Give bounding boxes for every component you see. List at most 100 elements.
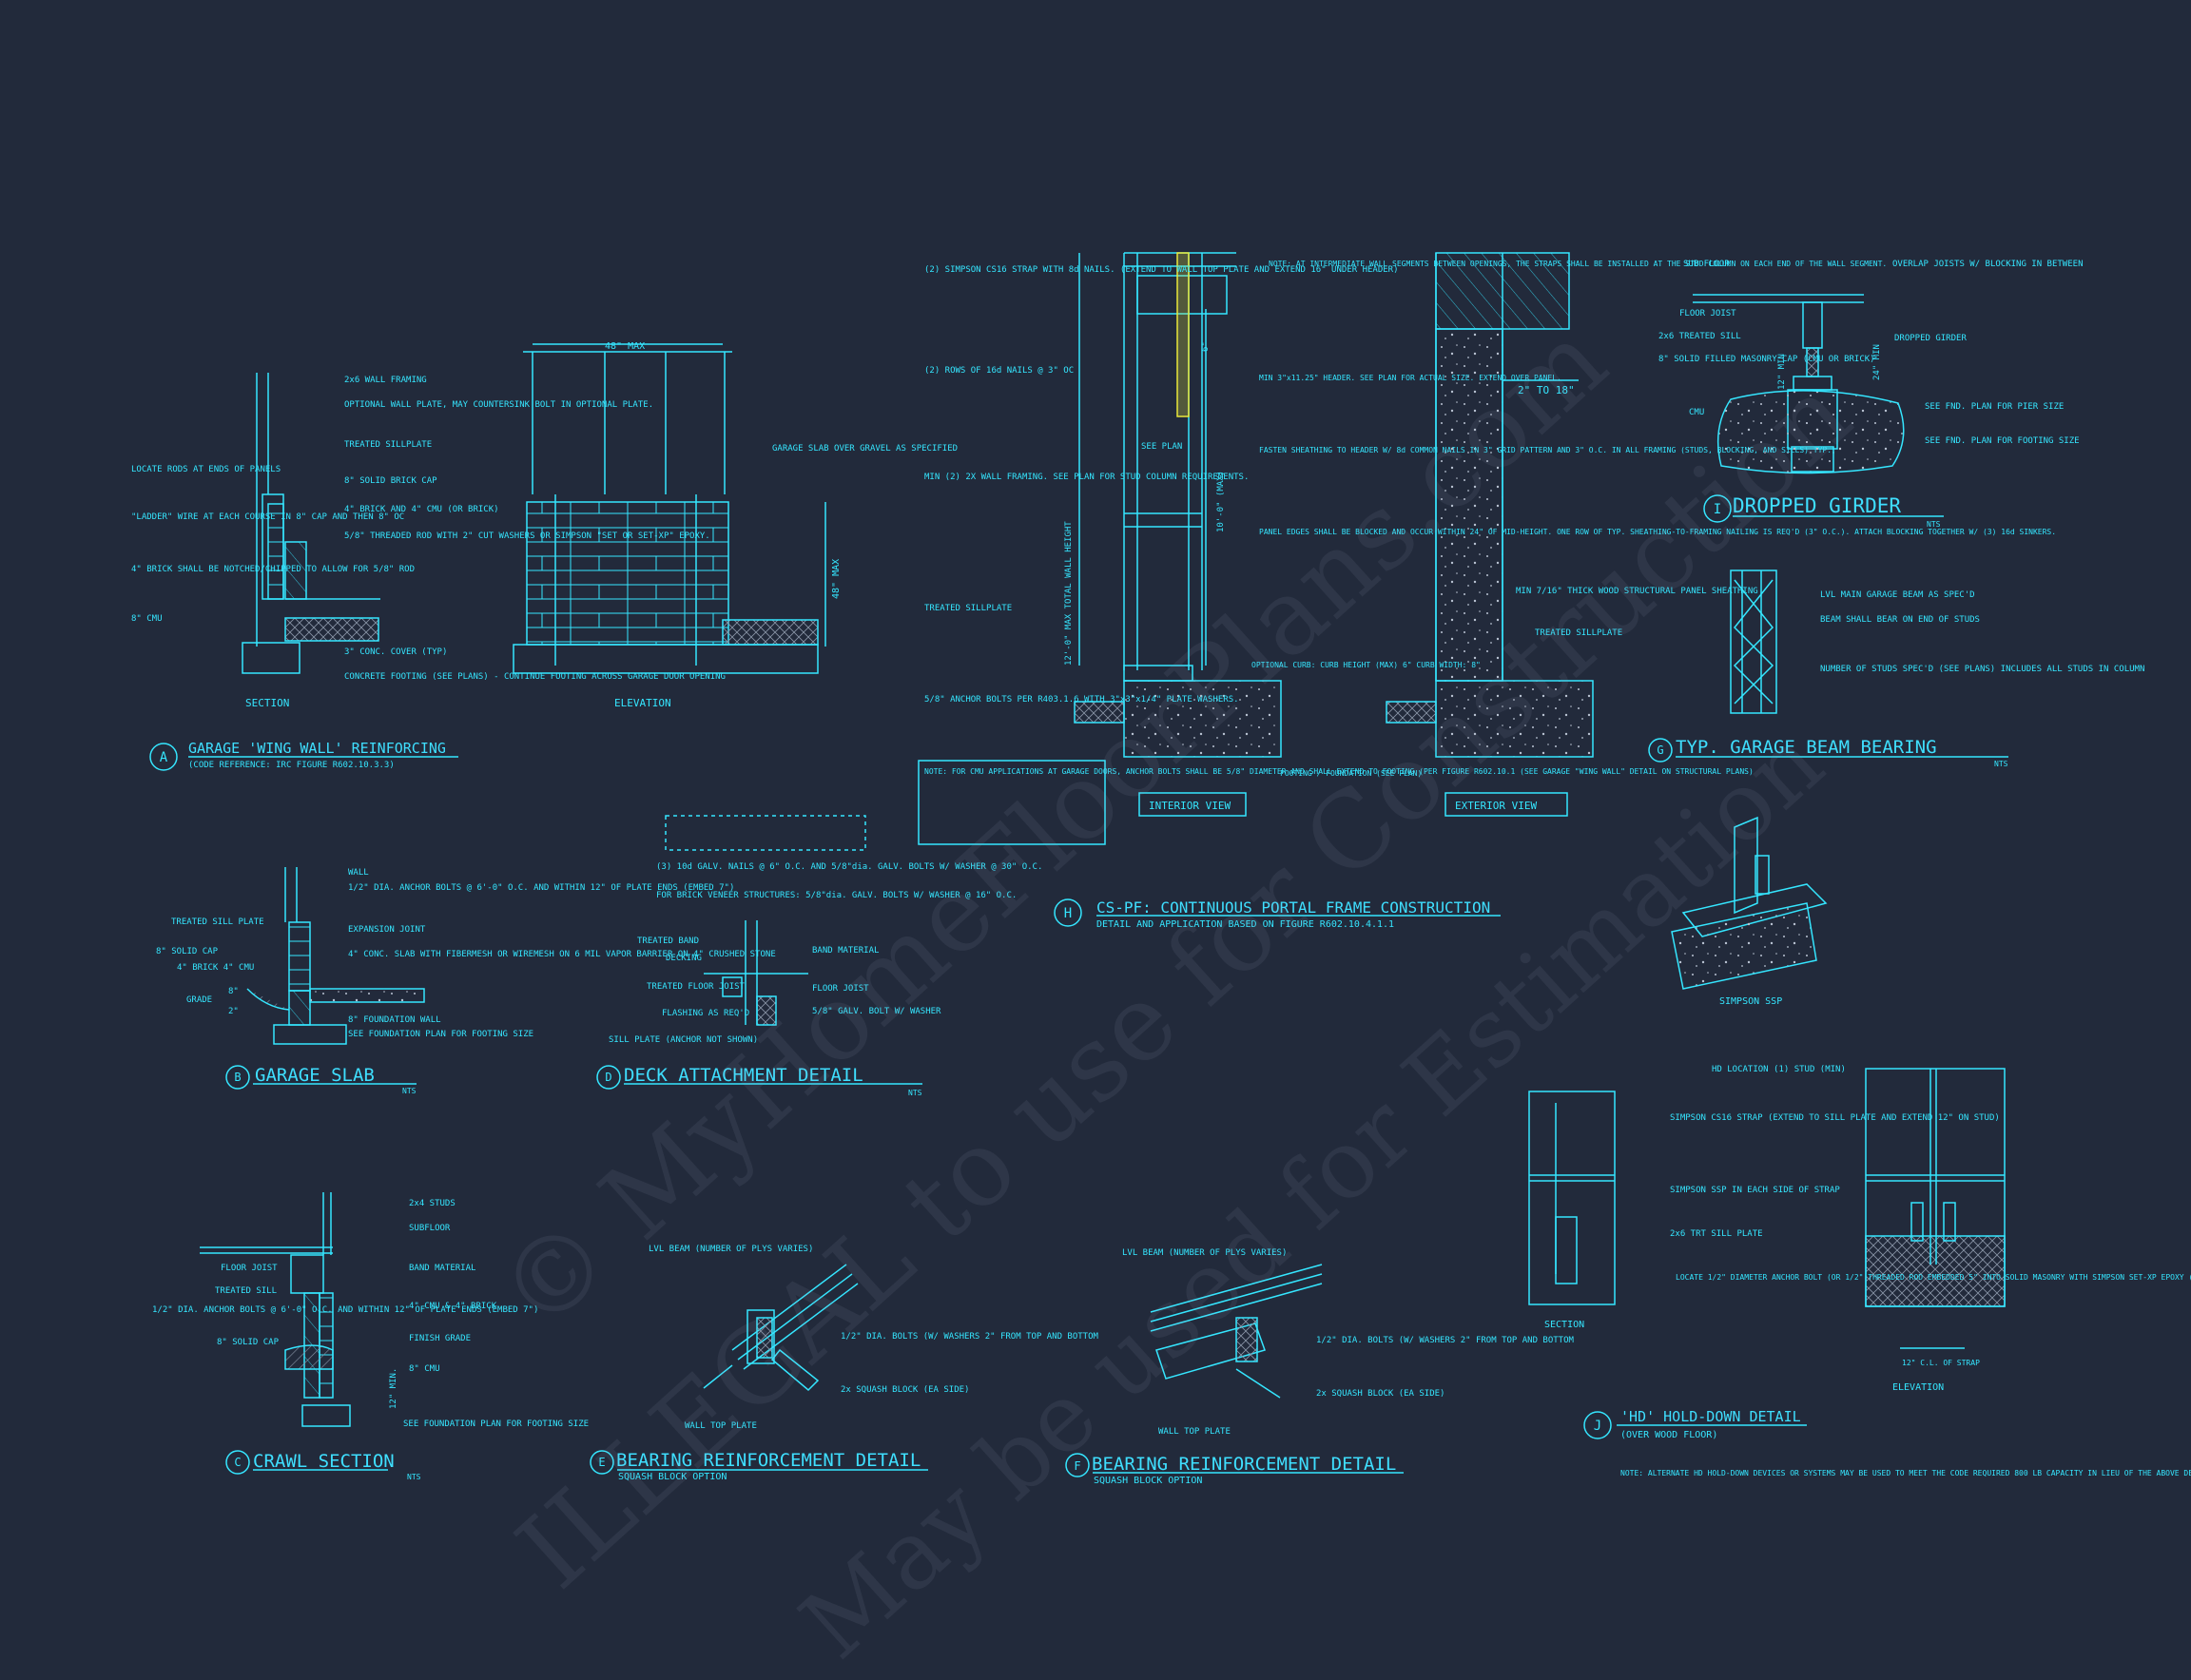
detail-h-mid-1: MIN 3"x11.25" HEADER. SEE PLAN FOR ACTUA… — [1259, 374, 1561, 382]
detail-a-note-6: 3" CONC. COVER (TYP) — [344, 647, 447, 657]
detail-g-note-0: LVL MAIN GARAGE BEAM AS SPEC'D — [1820, 590, 1975, 600]
detail-f-subtitle: SQUASH BLOCK OPTION — [1094, 1476, 1202, 1486]
detail-b-left-3: GRADE — [186, 995, 212, 1005]
detail-b-scale: NTS — [402, 1087, 417, 1095]
detail-e-note-3: WALL TOP PLATE — [685, 1421, 757, 1431]
detail-b-note-4: 8" FOUNDATION WALL — [348, 1015, 441, 1025]
detail-c-note-4: FINISH GRADE — [409, 1334, 471, 1343]
detail-c-title: CRAWL SECTION — [253, 1451, 395, 1472]
detail-a-note-0: 2x6 WALL FRAMING — [344, 376, 427, 385]
detail-h-mid-5: FOOTING / FOUNDATION (SEE PLAN) — [1280, 769, 1422, 778]
detail-f-drawing — [1150, 1264, 1323, 1399]
detail-a-dim-48: 48" MAX — [605, 341, 645, 352]
detail-b-left-2: 4" BRICK 4" CMU — [177, 963, 254, 973]
detail-a-subtitle: (CODE REFERENCE: IRC FIGURE R602.10.3.3) — [188, 761, 395, 770]
detail-d-left-3: FLASHING AS REQ'D — [662, 1009, 749, 1018]
detail-i-right-1: DROPPED GIRDER — [1894, 334, 1967, 343]
detail-d-right-0: BAND MATERIAL — [812, 946, 879, 956]
detail-a-drawing — [242, 343, 826, 674]
detail-j-note-0: HD LOCATION (1) STUD (MIN) — [1712, 1065, 1846, 1074]
detail-h-drawing — [918, 252, 1594, 845]
detail-h-title: CS-PF: CONTINUOUS PORTAL FRAME CONSTRUCT… — [1096, 898, 1490, 917]
detail-b-note-0: WALL — [348, 868, 369, 878]
detail-f-letter: F — [1074, 1459, 1080, 1473]
detail-i-note-3: 8" SOLID FILLED MASONRY CAP (CMU OR BRIC… — [1658, 355, 1875, 364]
detail-g-note-2: NUMBER OF STUDS SPEC'D (SEE PLANS) INCLU… — [1820, 665, 2144, 674]
detail-d-right-1: FLOOR JOIST — [812, 984, 869, 994]
detail-a-left-note-0: LOCATE RODS AT ENDS OF PANELS — [131, 465, 281, 474]
detail-i-right-2: SEE FND. PLAN FOR PIER SIZE — [1925, 402, 2064, 412]
detail-j-note-4: LOCATE 1/2" DIAMETER ANCHOR BOLT (OR 1/2… — [1676, 1273, 2191, 1282]
detail-a-note-5: 5/8" THREADED ROD WITH 2" CUT WASHERS OR… — [344, 531, 710, 541]
detail-h-dim-total: 12'-0" MAX TOTAL WALL HEIGHT — [1064, 521, 1074, 666]
detail-c-note-7: SEE FOUNDATION PLAN FOR FOOTING SIZE — [403, 1419, 589, 1429]
detail-h-dim-6: 6" — [1201, 341, 1211, 352]
detail-b-left-5: 2" — [228, 1007, 239, 1016]
detail-h-letter: H — [1064, 906, 1072, 921]
detail-h-mid-0: NOTE: AT INTERMEDIATE WALL SEGMENTS BETW… — [1269, 260, 1887, 268]
detail-a-section-label: SECTION — [245, 697, 289, 709]
detail-e-note-1: 1/2" DIA. BOLTS (W/ WASHERS 2" FROM TOP … — [841, 1332, 1099, 1342]
detail-e-note-0: LVL BEAM (NUMBER OF PLYS VARIES) — [649, 1245, 813, 1254]
detail-i-letter: I — [1714, 502, 1721, 517]
detail-c-drawing — [200, 1192, 351, 1427]
detail-b-left-0: TREATED SILL PLATE — [171, 917, 264, 927]
detail-i-note-2: 2x6 TREATED SILL — [1658, 332, 1741, 341]
detail-g-scale: NTS — [1994, 760, 2008, 768]
detail-b-letter: B — [234, 1071, 241, 1084]
detail-c-left-3: 8" SOLID CAP — [217, 1338, 280, 1347]
detail-d-drawing — [665, 815, 866, 1026]
detail-f-note-1: 1/2" DIA. BOLTS (W/ WASHERS 2" FROM TOP … — [1316, 1336, 1575, 1345]
detail-g-title: TYP. GARAGE BEAM BEARING — [1676, 737, 1937, 758]
detail-b-left-4: 8" — [228, 987, 239, 996]
detail-g-ssp-label: SIMPSON SSP — [1719, 996, 1782, 1007]
detail-h-left-4: 5/8" ANCHOR BOLTS PER R403.1.6 WITH 3"x3… — [924, 695, 1239, 705]
detail-h-left-2: MIN (2) 2X WALL FRAMING. SEE PLAN FOR ST… — [924, 473, 1249, 482]
detail-f-title: BEARING REINFORCEMENT DETAIL — [1092, 1454, 1396, 1475]
detail-e-note-2: 2x SQUASH BLOCK (EA SIDE) — [841, 1385, 969, 1395]
detail-d-title: DECK ATTACHMENT DETAIL — [624, 1065, 863, 1086]
detail-c-note-1: SUBFLOOR — [409, 1224, 451, 1233]
detail-b-note-5: SEE FOUNDATION PLAN FOR FOOTING SIZE — [348, 1030, 533, 1039]
detail-e-subtitle: SQUASH BLOCK OPTION — [618, 1472, 727, 1482]
detail-b-note-3: 4" CONC. SLAB WITH FIBERMESH OR WIREMESH… — [348, 950, 776, 959]
detail-h-dim-max: 10'-0" (MAX) — [1216, 471, 1226, 532]
detail-a-left-note-3: 8" CMU — [131, 614, 163, 624]
detail-b-note-1: 1/2" DIA. ANCHOR BOLTS @ 6'-0" O.C. AND … — [348, 883, 734, 893]
detail-h-subtitle: DETAIL AND APPLICATION BASED ON FIGURE R… — [1096, 919, 1394, 930]
detail-d-letter: D — [605, 1071, 611, 1084]
detail-j-dim-12: 12" C.L. OF STRAP — [1902, 1359, 1980, 1367]
detail-a-left-note-2: 4" BRICK SHALL BE NOTCHED/CHIPPED TO ALL… — [131, 565, 415, 574]
detail-j-note: NOTE: ALTERNATE HD HOLD-DOWN DEVICES OR … — [1620, 1469, 2191, 1477]
detail-a-dim-48-v: 48" MAX — [831, 559, 842, 599]
detail-c-scale: NTS — [407, 1473, 421, 1481]
detail-c-note-2: BAND MATERIAL — [409, 1264, 475, 1273]
detail-i-dim-12: 12" MIN — [1777, 354, 1787, 390]
detail-a-note-7: CONCRETE FOOTING (SEE PLANS) - CONTINUE … — [344, 672, 726, 682]
detail-a-title: GARAGE 'WING WALL' REINFORCING — [188, 740, 446, 757]
detail-h-mid-4: OPTIONAL CURB: CURB HEIGHT (MAX) 6" CURB… — [1251, 661, 1481, 669]
detail-i-right-0: OVERLAP JOISTS W/ BLOCKING IN BETWEEN — [1892, 260, 2083, 269]
detail-h-right-1: TREATED SILLPLATE — [1535, 628, 1622, 638]
detail-e-title: BEARING REINFORCEMENT DETAIL — [616, 1450, 921, 1471]
detail-i-drawing — [1693, 294, 1905, 474]
detail-d-note-2: FOR BRICK VENEER STRUCTURES: 5/8"dia. GA… — [656, 891, 1017, 900]
detail-c-note-0: 2x4 STUDS — [409, 1199, 456, 1208]
drawing-sheet: A GARAGE 'WING WALL' REINFORCING (CODE R… — [131, 252, 2191, 1486]
detail-g-drawing — [1671, 570, 1828, 990]
detail-h-right-0: MIN 7/16" THICK WOOD STRUCTURAL PANEL SH… — [1516, 587, 1758, 596]
detail-d-left-0: TREATED BAND — [637, 937, 699, 946]
detail-h-cmu-note: NOTE: FOR CMU APPLICATIONS AT GARAGE DOO… — [924, 767, 1754, 776]
detail-c-left-0: FLOOR JOIST — [221, 1264, 278, 1273]
detail-a-letter: A — [160, 750, 168, 765]
detail-h-mid-3: PANEL EDGES SHALL BE BLOCKED AND OCCUR W… — [1259, 528, 2056, 536]
detail-h-interior-label: INTERIOR VIEW — [1149, 800, 1231, 812]
detail-i-dim-24: 24" MIN — [1872, 344, 1882, 380]
detail-f-note-2: 2x SQUASH BLOCK (EA SIDE) — [1316, 1389, 1445, 1399]
detail-h-left-0: (2) SIMPSON CS16 STRAP WITH 8d NAILS. (E… — [924, 265, 1399, 275]
detail-d-note-1: (3) 10d GALV. NAILS @ 6" O.C. AND 5/8"di… — [656, 862, 1042, 872]
detail-h-left-3: TREATED SILLPLATE — [924, 604, 1012, 613]
detail-a-note-1: OPTIONAL WALL PLATE, MAY COUNTERSINK BOL… — [344, 400, 653, 410]
detail-d-left-2: TREATED FLOOR JOIST — [647, 982, 746, 992]
detail-b-left-1: 8" SOLID CAP — [156, 947, 219, 956]
